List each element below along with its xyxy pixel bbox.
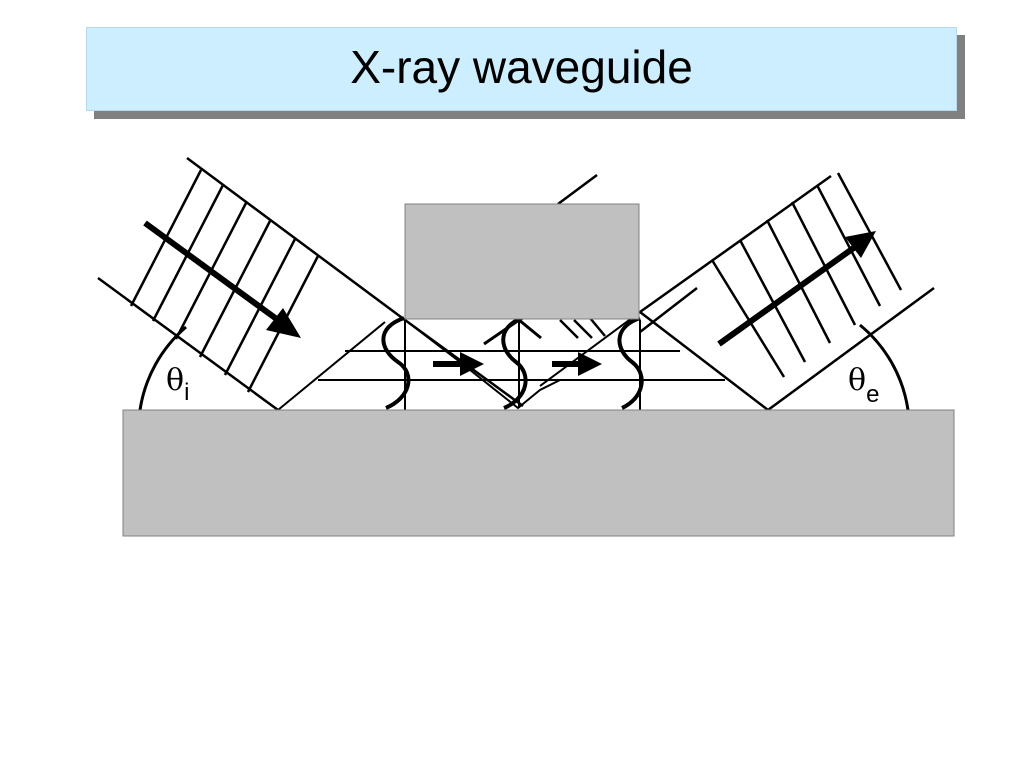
exit-arrow bbox=[717, 231, 876, 347]
hidden-beam-fragment bbox=[557, 173, 606, 339]
exit-beam bbox=[639, 172, 935, 412]
propagation-arrow-1 bbox=[433, 352, 484, 376]
cover-block bbox=[404, 203, 640, 320]
incident-angle-label: θi bbox=[166, 363, 189, 406]
exit-angle-arc bbox=[859, 323, 910, 411]
incident-beam bbox=[97, 156, 406, 412]
incident-arrow bbox=[143, 220, 301, 338]
title-box: X-ray waveguide bbox=[86, 27, 957, 111]
wave-profile-2 bbox=[501, 316, 528, 410]
exit-angle-label: θe bbox=[848, 363, 879, 408]
wave-profile-1 bbox=[381, 316, 411, 410]
standing-wave-profiles bbox=[381, 316, 644, 410]
wave-profile-3 bbox=[617, 316, 644, 410]
propagation-arrow-2 bbox=[552, 352, 602, 376]
slide-title: X-ray waveguide bbox=[350, 41, 693, 93]
guided-rays bbox=[277, 311, 769, 411]
substrate bbox=[122, 409, 955, 537]
